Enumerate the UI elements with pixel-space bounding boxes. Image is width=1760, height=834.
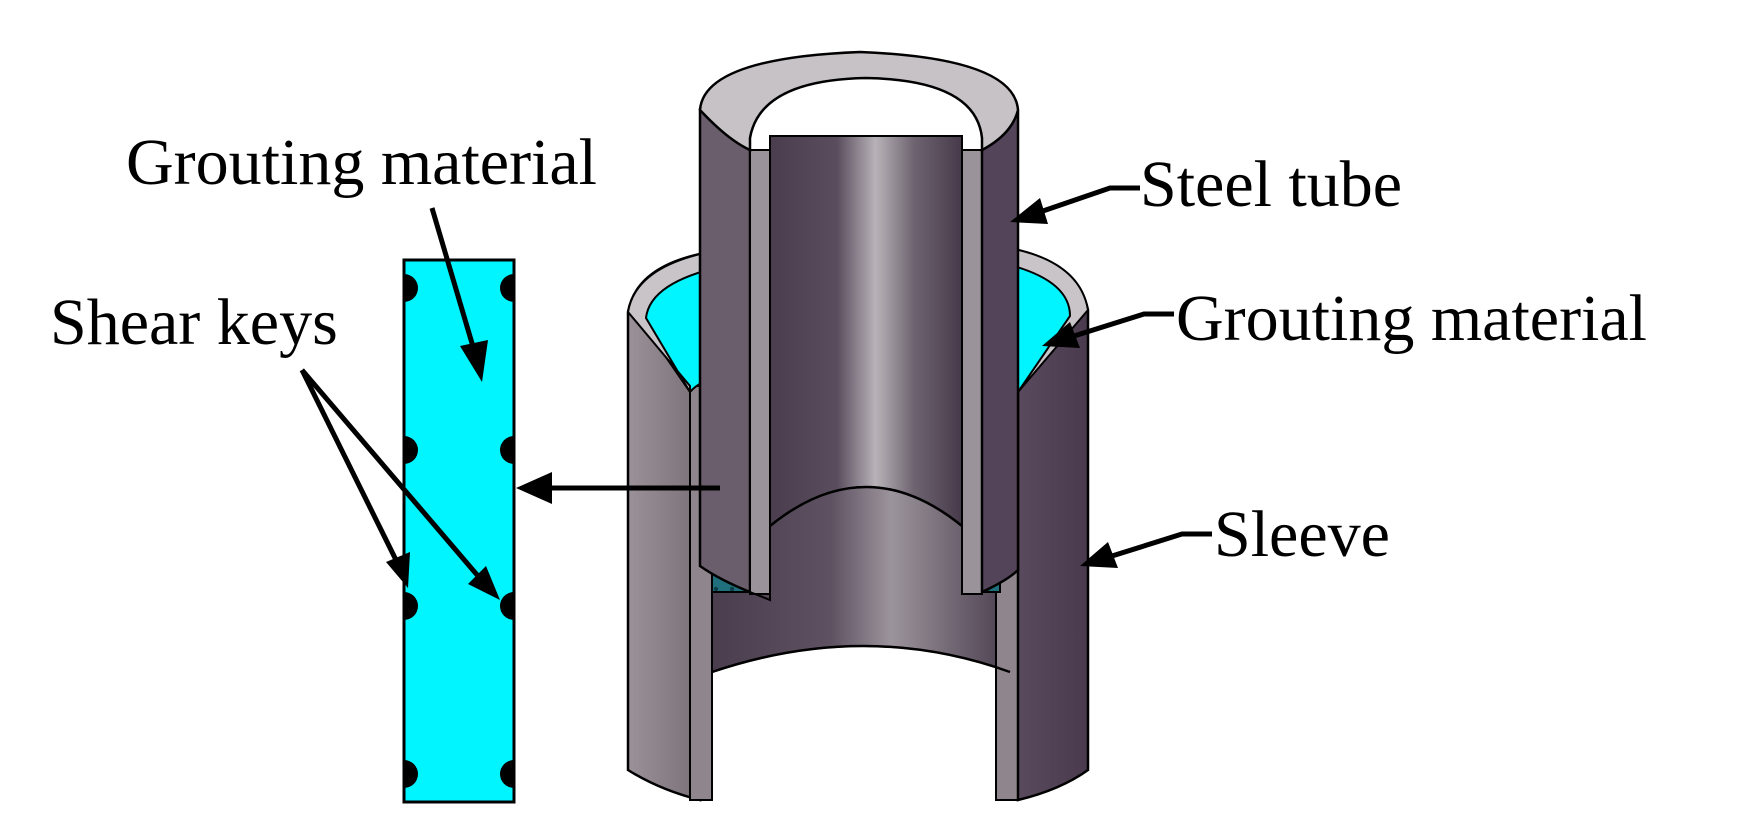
arrow-shear-key-2 <box>300 368 480 578</box>
arrow-grouting-right <box>1073 311 1174 339</box>
label-grouting-material-left: Grouting material <box>126 126 598 199</box>
label-shear-keys: Shear keys <box>50 286 338 359</box>
arrow-shear-key-1 <box>299 368 399 562</box>
steel-tube <box>698 50 1020 602</box>
label-sleeve: Sleeve <box>1214 498 1390 571</box>
grout-section-strip <box>402 258 516 804</box>
label-grouting-material-right: Grouting material <box>1176 282 1648 355</box>
arrow-sleeve <box>1111 531 1212 559</box>
arrows <box>299 185 1212 600</box>
shear-key-dots <box>404 274 514 788</box>
arrow-steel-tube <box>1039 185 1140 215</box>
arrow-grouting-left <box>429 207 477 351</box>
label-steel-tube: Steel tube <box>1140 148 1403 221</box>
